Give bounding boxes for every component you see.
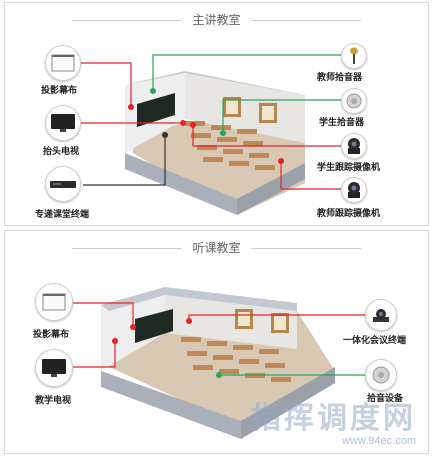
ceiling-mic-icon [372, 366, 390, 384]
microphone-icon [350, 47, 358, 64]
window-1-glass [226, 100, 238, 114]
dedicated-terminal-device [45, 166, 81, 202]
listening-classroom-scene [73, 287, 365, 439]
line-teacher-camera [280, 161, 341, 190]
overhead-tv-device [45, 105, 81, 141]
conference-terminal-device [365, 299, 397, 331]
dot-teacher-camera [278, 158, 284, 164]
dot-student-mic [220, 130, 226, 136]
teacher-mic-label: 教师拾音器 [317, 72, 363, 82]
student-mic-label: 学生拾音器 [319, 117, 365, 127]
dot-terminal [162, 132, 168, 138]
main-classroom-title: 主讲教室 [5, 11, 428, 28]
main-classroom-panel: 主讲教室 [4, 2, 429, 226]
projection-screen-icon [51, 54, 75, 72]
projection-screen-device [35, 283, 73, 321]
tv-icon [42, 359, 66, 377]
line-teaching-tv [73, 341, 116, 368]
projection-screen-label: 投影幕布 [41, 85, 78, 95]
dot-teaching-tv [112, 338, 118, 344]
ceiling-mic-icon [346, 93, 362, 109]
window-2-glass [262, 106, 274, 120]
watermark-text: 指挥调度网 [251, 402, 416, 435]
projection-screen-label: 投影幕布 [33, 329, 70, 339]
line-terminal [83, 135, 166, 186]
watermark-url: www.94ec.com [342, 435, 416, 447]
listening-classroom-title: 听课教室 [5, 239, 428, 256]
room-top-wall [101, 287, 297, 311]
line-student-mic [222, 99, 341, 133]
teaching-tv-device [35, 349, 73, 387]
projection-screen-icon [42, 293, 66, 311]
conference-camera-icon [373, 309, 389, 322]
audio-device-label: 拾音设备 [367, 393, 404, 403]
line-student-camera [192, 125, 341, 147]
terminal-box-icon [50, 181, 76, 188]
blackboard [137, 93, 175, 127]
dot-overhead-tv [180, 120, 186, 126]
window-2-glass [274, 316, 286, 330]
projection-screen-device [45, 45, 81, 81]
line-projection-screen [71, 62, 132, 107]
main-classroom-scene [71, 54, 341, 215]
dot-conference-terminal [186, 318, 192, 324]
watermark: 指挥调度网 www.94ec.com [251, 402, 416, 448]
tv-icon [51, 114, 75, 132]
dot-teacher-mic [150, 88, 156, 94]
listening-classroom-panel: 听课教室 [4, 230, 429, 454]
room-back-wall [185, 73, 305, 143]
student-mic-device [341, 88, 367, 114]
line-teacher-mic [152, 54, 341, 91]
room-front-wall [125, 153, 237, 215]
dot-student-camera [190, 122, 196, 128]
dot-audio-device [216, 372, 222, 378]
teacher-mic-device [341, 43, 367, 69]
conference-terminal-label: 一体化会议终端 [343, 335, 407, 345]
ptz-camera-icon [348, 182, 360, 198]
dot-projection-screen [128, 104, 134, 110]
overhead-tv-label: 抬头电视 [43, 146, 80, 156]
window-1-glass [238, 312, 250, 326]
ptz-camera-icon [348, 138, 360, 154]
teaching-tv-label: 教学电视 [35, 395, 72, 405]
line-projection-screen [73, 302, 134, 327]
teacher-camera-device [341, 177, 367, 203]
room-front-wall [101, 371, 241, 439]
student-camera-label: 学生跟踪摄像机 [317, 162, 381, 172]
room-side-wall [241, 367, 335, 439]
teacher-camera-label: 教师跟踪摄像机 [317, 208, 381, 218]
student-camera-device [341, 133, 367, 159]
audio-device [365, 359, 397, 391]
room-side-wall [237, 163, 305, 215]
blackboard [135, 309, 173, 343]
dedicated-terminal-label: 专递课堂终端 [35, 209, 90, 219]
dot-projection-screen [130, 324, 136, 330]
